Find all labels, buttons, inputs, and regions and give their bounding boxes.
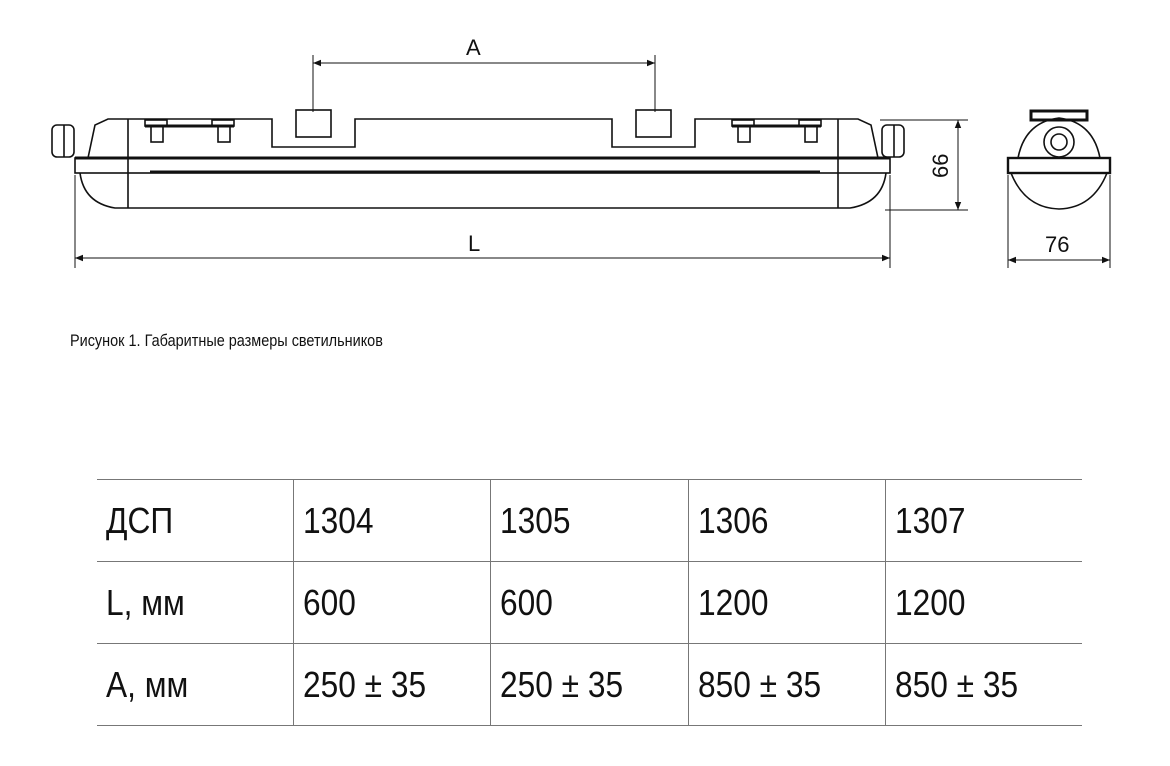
table-cell: 1304: [292, 479, 491, 562]
table-cell: 1305: [490, 479, 689, 562]
table-cell: 600: [490, 561, 689, 644]
row-header: A, мм: [97, 643, 294, 726]
luminaire-end-view: [1006, 109, 1112, 210]
luminaire-side-view: [51, 109, 905, 209]
luminaire-dimension-drawing: A L 66 76: [51, 35, 1112, 268]
dimensions-table: ДСП 1304 1305 1306 1307 L, мм 600 600 12…: [97, 479, 1082, 726]
table-cell: 850 ± 35: [687, 643, 886, 726]
table-cell: 1200: [687, 561, 886, 644]
table-row: L, мм 600 600 1200 1200: [97, 561, 1082, 644]
table-cell: 250 ± 35: [292, 643, 491, 726]
table-cell: 850 ± 35: [884, 643, 1082, 726]
figure-caption: Рисунок 1. Габаритные размеры светильник…: [70, 331, 383, 350]
table-row: A, мм 250 ± 35 250 ± 35 850 ± 35 850 ± 3…: [97, 643, 1082, 726]
dimension-lines: [74, 55, 1111, 268]
row-header: ДСП: [97, 479, 294, 562]
dimension-height-label: 66: [928, 154, 953, 178]
table-cell: 1200: [884, 561, 1082, 644]
table-cell: 250 ± 35: [490, 643, 689, 726]
dimension-l-label: L: [468, 231, 480, 256]
dimension-width-label: 76: [1045, 232, 1069, 257]
dimension-a-label: A: [466, 35, 481, 60]
row-header: L, мм: [97, 561, 294, 644]
table-cell: 600: [292, 561, 491, 644]
table-cell: 1307: [884, 479, 1082, 562]
table-cell: 1306: [687, 479, 886, 562]
table-row: ДСП 1304 1305 1306 1307: [97, 479, 1082, 562]
